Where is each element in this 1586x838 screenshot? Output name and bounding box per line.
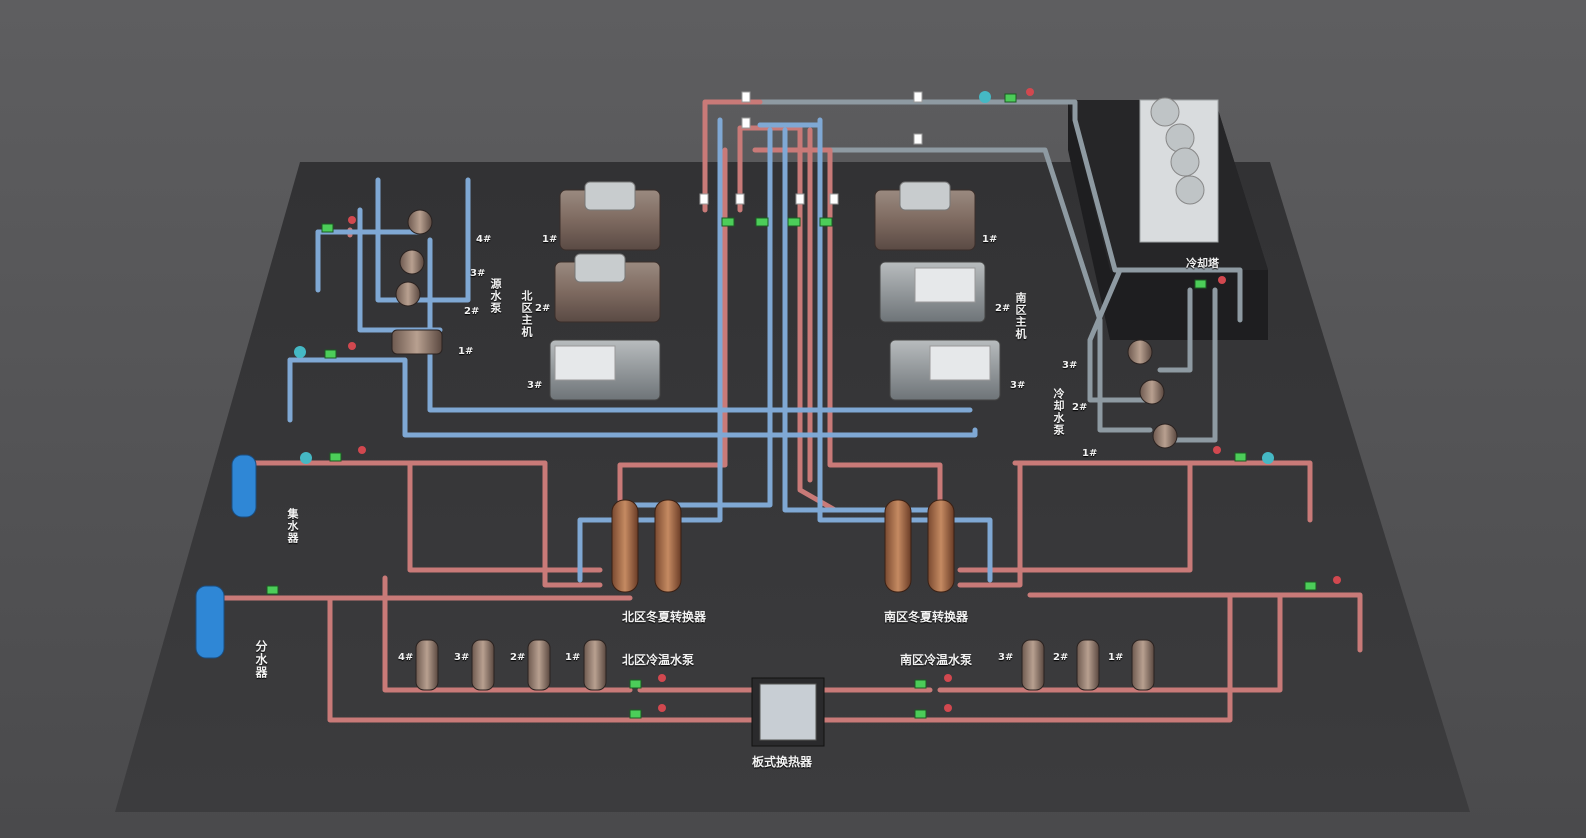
source-pump-1-number: 1# [458,346,474,357]
north-converter-label: 北区冬夏转换器 [622,610,707,624]
red-valves [348,88,1341,712]
north-chiller-3 [549,339,661,401]
plate-heat-exchanger [751,677,825,747]
south-host-label: 南区主机 [1014,292,1027,340]
green-valves [266,93,1317,719]
collector-header [231,454,257,518]
distributor-header [195,585,225,659]
south-chiller-3 [889,339,1001,401]
south-pump-1-number: 1# [1108,652,1124,663]
distributor-label: 分水器 [254,640,268,679]
cooling-tower-label: 冷却塔 [1186,257,1219,270]
cooling-pump-2-number: 2# [1072,402,1088,413]
south-chiller-3-number: 3# [1010,380,1026,391]
south-pump-3-number: 3# [998,652,1014,663]
cyan-valves [294,91,1274,464]
collector-label: 集水器 [286,508,299,544]
north-chiller-3-number: 3# [527,380,543,391]
white-gauges [699,91,923,205]
cooling-pump-3-number: 3# [1062,360,1078,371]
cooling-water-pumps [1127,339,1178,449]
north-pump-3-number: 3# [454,652,470,663]
cooling-pump-label: 冷却水泵 [1052,388,1065,436]
north-pump-1-number: 1# [565,652,581,663]
south-chilled-pumps [1021,639,1155,691]
south-chiller-2 [879,261,986,323]
north-pump-2-number: 2# [510,652,526,663]
north-converter [611,499,682,593]
source-pump-3-number: 3# [470,268,486,279]
source-pumps [391,209,443,355]
north-chiller-1 [559,181,661,251]
cooling-pump-1-number: 1# [1082,448,1098,459]
south-converter-label: 南区冬夏转换器 [884,610,969,624]
source-pump-label: 源水泵 [489,278,502,314]
north-pump-label: 北区冷温水泵 [622,653,695,667]
north-pump-4-number: 4# [398,652,414,663]
south-pump-label: 南区冷温水泵 [900,653,973,667]
north-chiller-2-number: 2# [535,303,551,314]
source-pump-4-number: 4# [476,234,492,245]
north-chiller-2 [554,253,661,323]
north-chiller-1-number: 1# [542,234,558,245]
plate-hx-label: 板式换热器 [752,755,813,769]
north-chilled-pumps [415,639,607,691]
source-pump-2-number: 2# [464,306,480,317]
south-chiller-1-number: 1# [982,234,998,245]
south-chiller-2-number: 2# [995,303,1011,314]
north-host-label: 北区主机 [520,290,533,338]
south-pump-2-number: 2# [1053,652,1069,663]
south-converter [884,499,955,593]
cold-water-pipes [287,117,993,583]
south-chiller-1 [874,181,976,251]
